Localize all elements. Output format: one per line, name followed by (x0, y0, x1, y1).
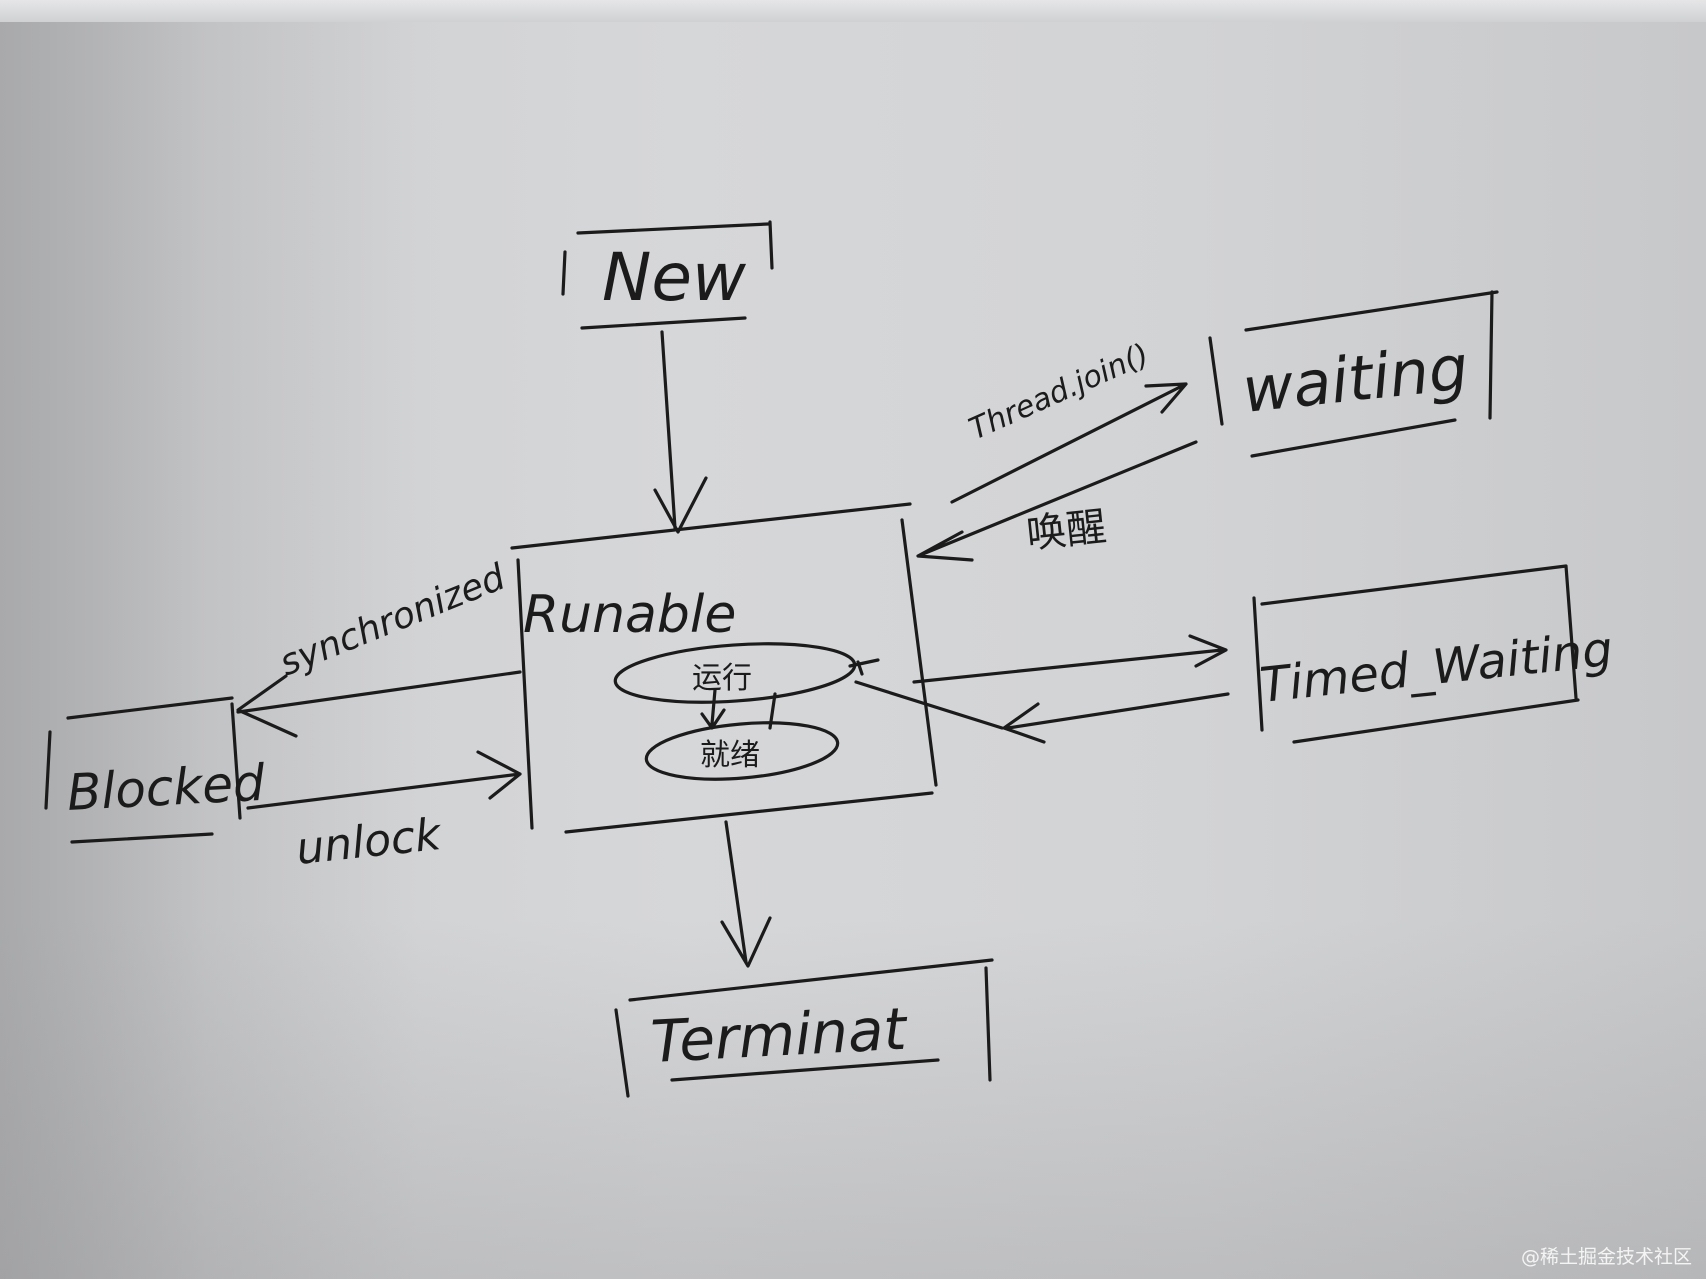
paper-top-edge (0, 0, 1706, 22)
state-timed-waiting-label: Timed_Waiting (1257, 621, 1615, 714)
state-blocked-label: Blocked (66, 754, 267, 822)
watermark: @稀土掘金技术社区 (1520, 1246, 1692, 1268)
state-terminat-box (614, 958, 994, 1098)
state-terminat-label: Terminat (649, 995, 910, 1076)
edge-label-from-blocked: unlock (294, 809, 445, 875)
state-blocked: Blocked (44, 696, 267, 844)
state-new-label: New (602, 239, 747, 316)
arrow-runable-to-timed-waiting (912, 634, 1228, 684)
arrow-timed-waiting-to-runable (1002, 692, 1230, 744)
edge-label-from-waiting: 唤醒 (1024, 504, 1108, 558)
state-new: New (561, 220, 774, 330)
state-new-box (561, 220, 774, 330)
shadow-bottom (0, 919, 1706, 1279)
arrow-new-to-runable (653, 330, 708, 534)
arrow-runable-to-waiting (950, 382, 1188, 504)
state-timed-waiting-box (1252, 564, 1580, 744)
substate-ready-ellipse (644, 721, 840, 781)
edge-label-to-waiting: Thread.join() (964, 337, 1154, 447)
substate-running-label: 运行 (692, 661, 752, 696)
arrow-runable-to-terminat (720, 820, 772, 968)
state-timed-waiting: Timed_Waiting (1252, 564, 1615, 744)
substate-ready-label: 就绪 (700, 738, 760, 773)
arrow-waiting-to-runable (916, 440, 1198, 562)
state-waiting-label: waiting (1239, 331, 1472, 427)
arrow-into-substates (848, 658, 1004, 730)
arrow-blocked-to-runable (246, 750, 522, 810)
state-runable-box (510, 502, 938, 834)
state-runable-label: Runable (523, 585, 736, 645)
state-runable: Runable 运行 就绪 (510, 502, 938, 834)
state-terminat: Terminat (614, 958, 994, 1098)
substate-transition-arrows (700, 688, 777, 730)
arrow-runable-to-blocked (236, 670, 522, 738)
shadow-left (0, 0, 420, 1279)
state-blocked-box (44, 696, 242, 844)
state-waiting-box (1208, 290, 1499, 458)
state-waiting: waiting (1208, 290, 1499, 458)
edge-label-to-blocked: synchronized (274, 556, 512, 684)
